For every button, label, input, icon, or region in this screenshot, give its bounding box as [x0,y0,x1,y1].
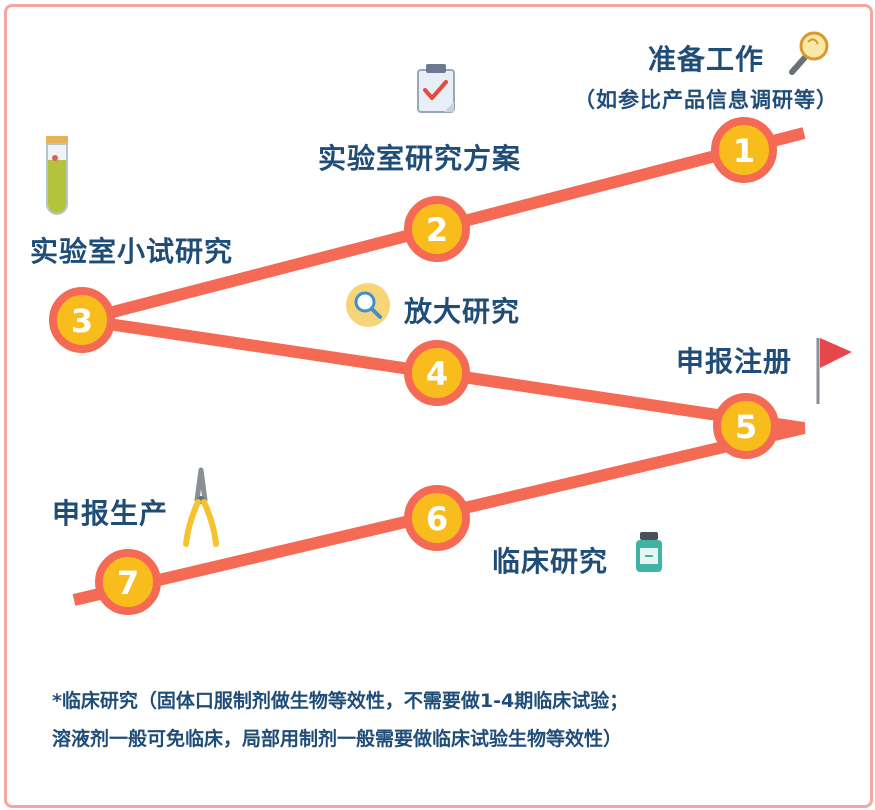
footnote-line-2: 溶液剂一般可免临床，局部用制剂一般需要做临床试验生物等效性） [52,728,623,750]
step-label-5: 申报注册 [676,345,793,378]
step-label-2: 实验室研究方案 [318,142,522,175]
step-number-1: 1 [733,132,755,170]
step-node-1: 1 [711,117,777,183]
step-node-7: 7 [95,549,161,615]
step-label-7: 申报生产 [52,497,169,530]
step-label-6: 临床研究 [492,545,609,578]
step-label-1: 准备工作 [648,43,765,76]
step-sublabel-1: （如参比产品信息调研等） [574,88,838,112]
step-number-6: 6 [426,500,448,538]
step-number-5: 5 [735,408,757,446]
step-node-4: 4 [404,340,470,406]
step-label-3: 实验室小试研究 [30,235,234,268]
pliers-icon [183,467,219,547]
step-number-3: 3 [71,302,93,340]
step-number-2: 2 [426,211,448,249]
step-number-7: 7 [117,564,139,602]
step-node-6: 6 [404,485,470,551]
step-node-3: 3 [49,287,115,353]
medicine-bottle-icon [636,532,662,572]
flag-icon [816,338,852,404]
step-label-4: 放大研究 [404,295,521,328]
magnifier-icon [789,31,829,75]
search-icon [346,283,390,327]
test-tube-icon [46,136,68,215]
step-number-4: 4 [426,355,448,393]
step-node-2: 2 [404,196,470,262]
step-node-5: 5 [713,393,779,459]
clipboard-icon [417,64,455,113]
footnote-line-1: *临床研究（固体口服制剂做生物等效性，不需要做1-4期临床试验； [52,690,629,712]
